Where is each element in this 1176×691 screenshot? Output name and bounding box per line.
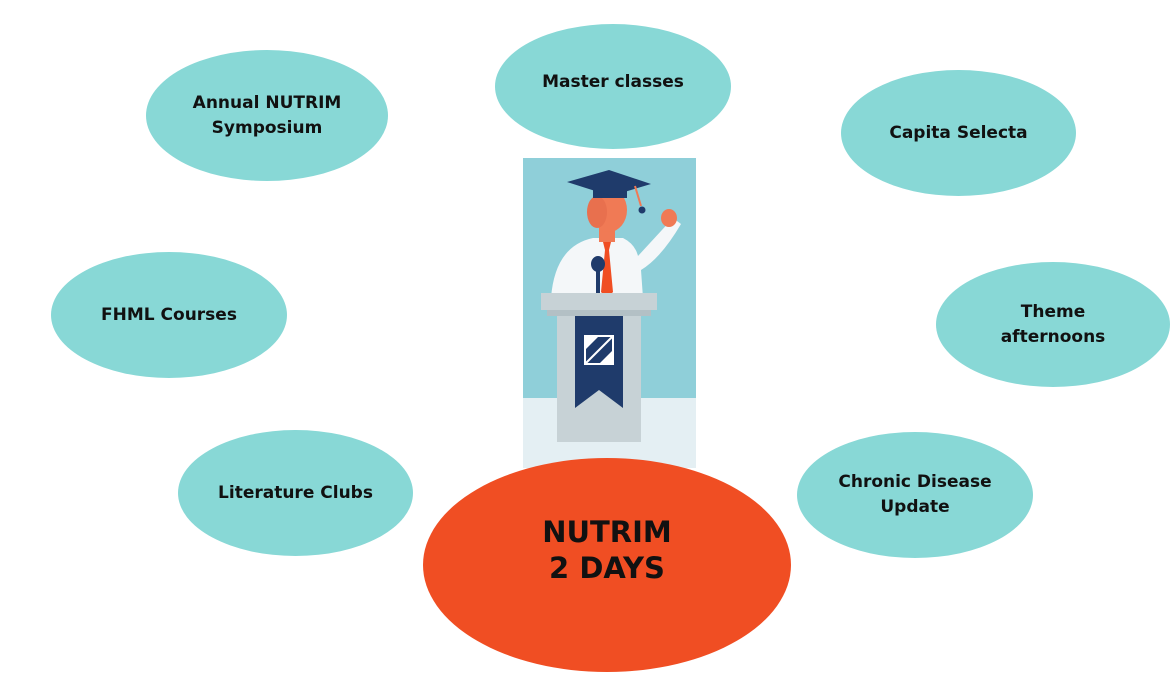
bubble-chronic-disease-update-label: Chronic Disease Update: [838, 472, 992, 517]
bubble-capita-selecta-label: Capita Selecta: [889, 122, 1028, 143]
bubble-theme-afternoons-label: Theme afternoons: [1000, 301, 1106, 347]
graduate-speaker-at-podium-icon: [523, 158, 696, 468]
bubble-master-classes-label: Master classes: [542, 72, 684, 92]
bubble-fhml-courses: FHML Courses: [51, 252, 287, 378]
bubble-fhml-courses-label: FHML Courses: [101, 304, 237, 325]
central-title-line1: NUTRIM: [542, 515, 672, 549]
bubble-master-classes: Master classes: [495, 24, 731, 149]
central-title-line2: 2 DAYS: [549, 551, 665, 585]
bubble-annual-symposium: Annual NUTRIM Symposium: [146, 50, 388, 181]
bubble-literature-clubs: Literature Clubs: [178, 430, 413, 556]
bubble-chronic-disease-update: Chronic Disease Update: [797, 432, 1033, 558]
bubble-literature-clubs-label: Literature Clubs: [218, 482, 373, 503]
bubble-theme-afternoons: Theme afternoons: [936, 262, 1170, 387]
bubble-capita-selecta: Capita Selecta: [841, 70, 1076, 196]
central-nutrim-2-days: NUTRIM 2 DAYS: [423, 458, 791, 672]
bubble-annual-symposium-label: Annual NUTRIM Symposium: [192, 92, 342, 138]
